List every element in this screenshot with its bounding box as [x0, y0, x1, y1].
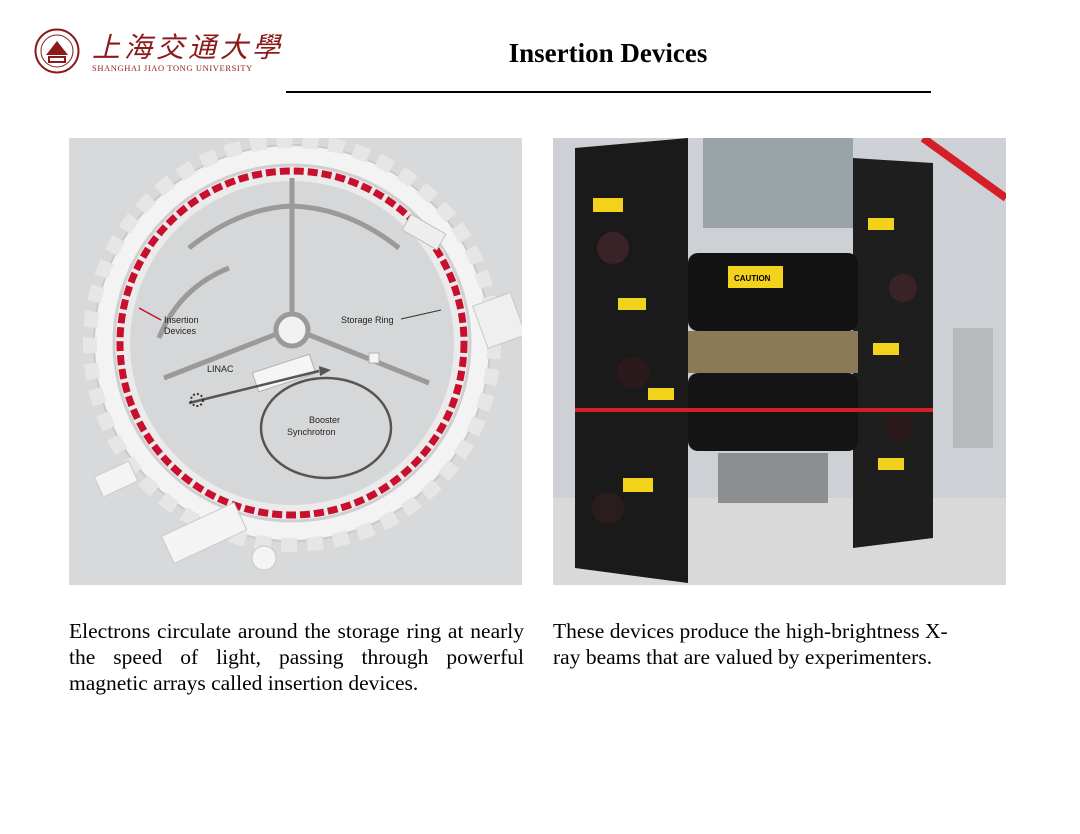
logo-chinese-text: 上海交通大學: [92, 31, 285, 64]
caution-label-left-2: [618, 298, 646, 310]
insertion-device-photo: CAUTION: [553, 138, 1006, 585]
label-booster-line2: Synchrotron: [287, 427, 336, 437]
ceiling-equipment: [703, 138, 853, 228]
label-insertion-line2: Devices: [164, 326, 197, 336]
caution-label-right-2: [873, 343, 899, 355]
building-dome: [251, 545, 277, 571]
university-logo: 上海交通大學 SHANGHAI JIAO TONG UNIVERSITY: [34, 26, 294, 82]
port-left-3: [592, 492, 624, 524]
caution-label-right-1: [868, 218, 894, 230]
insertion-device-band: [116, 167, 468, 519]
caution-label-left-3: [648, 388, 674, 400]
insertion-device-illustration: CAUTION: [553, 138, 1006, 585]
storage-pointer: [400, 309, 442, 320]
port-left-2: [617, 357, 649, 389]
port-left-1: [597, 232, 629, 264]
road-east: [291, 325, 430, 386]
upper-cylinder: [688, 253, 858, 331]
road-arc-west: [156, 265, 230, 339]
caution-label-right-3: [878, 458, 904, 470]
booster-ring: [259, 376, 393, 480]
label-linac: LINAC: [207, 364, 234, 374]
caution-label-main: [728, 266, 783, 288]
ring-annex-ne: [401, 213, 447, 251]
support-coils: [718, 453, 828, 503]
road-arc-north: [187, 203, 401, 250]
magnet-array: [688, 331, 858, 373]
port-right-1: [889, 274, 917, 302]
caution-label-left-1: [593, 198, 623, 212]
center-roundabout: [273, 311, 311, 349]
caption-left: Electrons circulate around the storage r…: [69, 619, 524, 695]
logo-english-text: SHANGHAI JIAO TONG UNIVERSITY: [92, 63, 253, 73]
beam-arrow: [319, 366, 331, 376]
red-stripe: [575, 408, 933, 412]
building-east-wing: [472, 291, 522, 350]
label-storage-ring: Storage Ring: [341, 315, 394, 325]
title-underline: [286, 91, 931, 93]
label-booster-line1: Booster: [309, 415, 340, 425]
right-instrument: [953, 328, 993, 448]
storage-ring-illustration: Insertion Devices Storage Ring LINAC Boo…: [83, 138, 522, 571]
red-pipe: [920, 138, 1006, 202]
beam-path: [188, 369, 320, 405]
building-south: [160, 501, 248, 565]
electron-gun-icon: [190, 393, 204, 407]
page-title: Insertion Devices: [508, 38, 708, 68]
storage-ring-diagram: Insertion Devices Storage Ring LINAC Boo…: [69, 138, 522, 585]
building-east: [368, 352, 380, 364]
insertion-pointer: [138, 307, 162, 321]
caution-label-left-4: [623, 478, 653, 492]
label-insertion-line1: Insertion: [164, 315, 199, 325]
caution-text: CAUTION: [734, 274, 771, 283]
building-southwest: [93, 460, 139, 498]
caption-right: These devices produce the high-brightnes…: [553, 619, 948, 669]
port-right-2: [884, 414, 912, 442]
road-west: [163, 325, 293, 381]
university-seal-icon: [34, 28, 80, 74]
